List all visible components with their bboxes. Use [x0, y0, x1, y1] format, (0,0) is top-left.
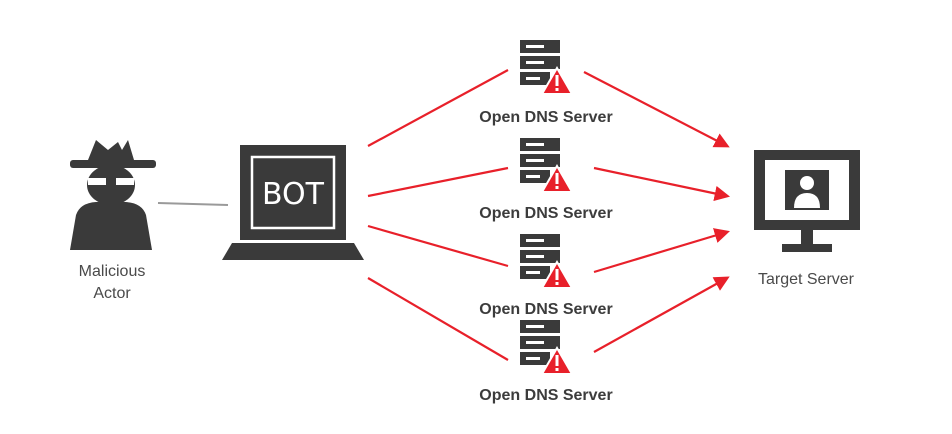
dns-server-label: Open DNS Server	[479, 109, 612, 126]
server-warning-icon	[519, 39, 573, 95]
laptop-icon	[222, 145, 364, 260]
server-warning-icon	[519, 137, 573, 193]
arrow-dns-target-1	[583, 71, 730, 148]
dns-server-label: Open DNS Server	[479, 205, 612, 222]
actor-bot-connector	[157, 202, 229, 206]
arrow-bot-dns-2	[367, 166, 509, 198]
actor-label-line2: Actor	[93, 285, 131, 302]
dns-to-target-arrows	[583, 71, 731, 353]
dns-server-2: Open DNS Server	[479, 137, 613, 222]
bot-label: BOT	[262, 177, 325, 212]
dns-server-4: Open DNS Server	[479, 319, 613, 404]
spy-icon	[70, 140, 156, 250]
server-warning-icon	[519, 233, 573, 289]
malicious-actor: Malicious Actor	[70, 140, 156, 302]
arrow-dns-target-3	[593, 228, 730, 274]
arrow-bot-dns-3	[367, 224, 509, 268]
arrow-bot-dns-1	[367, 69, 509, 147]
dns-server-label: Open DNS Server	[479, 387, 612, 404]
arrow-dns-target-4	[593, 276, 730, 353]
dns-server-1: Open DNS Server	[479, 39, 613, 126]
arrow-dns-target-2	[593, 166, 731, 201]
bot-to-dns-arrows	[367, 69, 509, 361]
target-server: Target Server	[754, 150, 860, 288]
arrow-bot-dns-4	[367, 277, 509, 361]
dns-server-label: Open DNS Server	[479, 301, 612, 318]
target-label: Target Server	[758, 271, 855, 288]
actor-label-line1: Malicious	[79, 263, 146, 280]
monitor-user-icon	[754, 150, 860, 252]
bot-laptop: BOT	[222, 145, 364, 260]
dns-server-3: Open DNS Server	[479, 233, 613, 318]
server-warning-icon	[519, 319, 573, 375]
